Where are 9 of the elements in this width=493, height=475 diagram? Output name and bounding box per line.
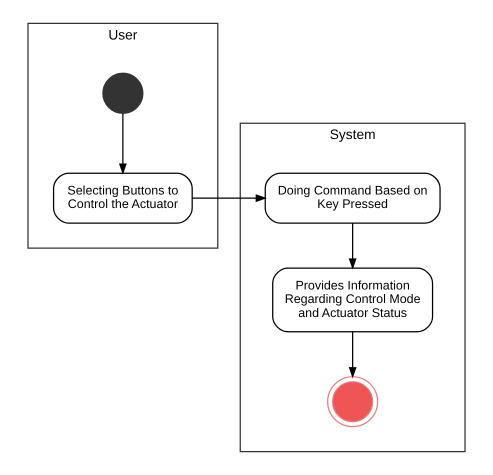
node-box: Provides Information Regarding Control Mode and Actuator Status [272,267,434,332]
node-circle [327,376,378,428]
node-box: Selecting Buttons to Control the Actuator [52,172,193,224]
arrow [348,332,357,378]
arrow [348,223,357,270]
arrow [192,194,267,202]
node-box: Doing Command Based on Key Pressed [264,172,441,224]
arrow [118,113,127,175]
node-circle [102,72,144,114]
